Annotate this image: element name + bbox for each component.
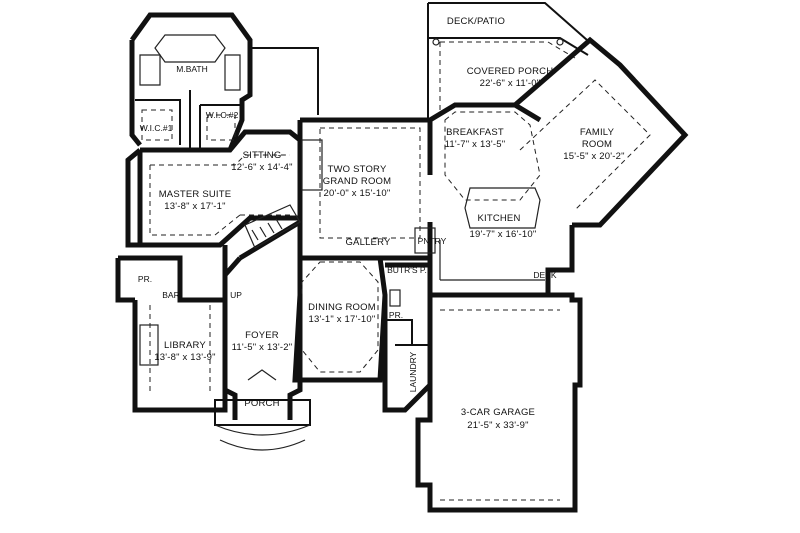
grand-room-ceiling [319,127,421,239]
toilet [389,289,401,307]
grand-room-dims: 20'-0" x 15'-10" [324,188,391,199]
library-dims: 13'-8" x 13'-9" [154,352,215,363]
laundry-label: LAUNDRY [408,351,418,392]
grand-room-label-2: GRAND ROOM [323,176,392,187]
covered-porch-label: COVERED PORCH [467,66,554,77]
master-bath-wall [129,12,253,151]
covered-porch-dims: 22'-6" x 11'-0" [480,78,541,89]
master-bath-west-wall [129,40,142,147]
deck-patio-outline [427,2,588,120]
desk-label: DESK [533,270,556,280]
closet-walls [135,90,242,150]
dining-room-label: DINING ROOM [308,302,376,313]
foyer-label: FOYER [245,330,279,341]
stair-treads [251,218,283,241]
closet-shelving [141,109,236,141]
garage-wall [415,292,583,513]
breakfast-bay-wall [428,102,542,123]
bookshelf [139,324,159,366]
wic1-label: W.I.C.#1 [140,123,173,133]
bar-label: BAR [162,290,179,300]
family-room-wall [513,36,689,228]
breakfast-ceiling [444,111,541,201]
service-partitions [385,319,430,346]
vanity [224,54,241,91]
m-bath-label: M.BATH [176,64,207,74]
library-label: LIBRARY [164,340,206,351]
deck-patio-label: DECK/PATIO [447,16,505,27]
service-wing-wall [382,262,433,413]
master-tray-ceiling [149,154,290,236]
garage-label: 3-CAR GARAGE [461,407,535,418]
dining-ceiling [301,261,379,373]
dining-room-dims: 13'-1" x 17'-10" [309,314,376,325]
shower [139,54,161,86]
library-ceiling [149,305,211,395]
bathtub [154,34,226,63]
garage-dims: 21'-5" x 33'-9" [467,420,528,431]
kitchen-label: KITCHEN [477,213,520,224]
master-suite-dims: 13'-8" x 17'-1" [164,201,225,212]
sitting-label: SITTING [243,150,282,161]
porch-label: PORCH [244,398,279,409]
powder-center-label: PR. [389,310,403,320]
powder-left-label: PR. [138,274,152,284]
master-suite-label: MASTER SUITE [159,189,232,200]
porch-column [556,38,564,46]
master-bath-roof-line [250,47,319,115]
garage-doors [440,309,560,501]
dining-room-wall [292,257,388,383]
gallery-label: GALLERY [345,237,391,248]
breakfast-dims: 11'-7" x 13'-5" [445,139,506,150]
family-room-dims: 15'-5" x 20'-2" [563,151,624,162]
pantry [414,227,436,254]
family-room-label-2: ROOM [582,139,612,150]
grand-room-label-1: TWO STORY [328,164,387,175]
fireplace [301,139,323,191]
foyer-wall [222,275,303,420]
foyer-dims: 11'-5" x 13'-2" [232,342,293,353]
porch-column [432,38,440,46]
covered-porch-beam [428,37,589,56]
pantry-label: PNTRY [418,236,447,246]
porch-steps [214,424,311,451]
family-room-label-1: FAMILY [580,127,615,138]
breakfast-label: BREAKFAST [446,127,504,138]
kitchen-island [464,187,541,229]
wic2-label: W.I.C.#2 [206,110,239,120]
butlers-pantry-label: BUTR'S P. [387,265,427,275]
sitting-dims: 12'-6" x 14'-4" [231,162,292,173]
kitchen-dims: 19'-7" x 16'-10" [470,229,537,240]
covered-porch-ceiling [439,41,576,110]
stair-up-label: UP [230,290,242,300]
entry-door [247,369,277,381]
master-suite-bay [125,148,142,248]
kitchen-counter [439,240,545,281]
stair [244,204,301,249]
